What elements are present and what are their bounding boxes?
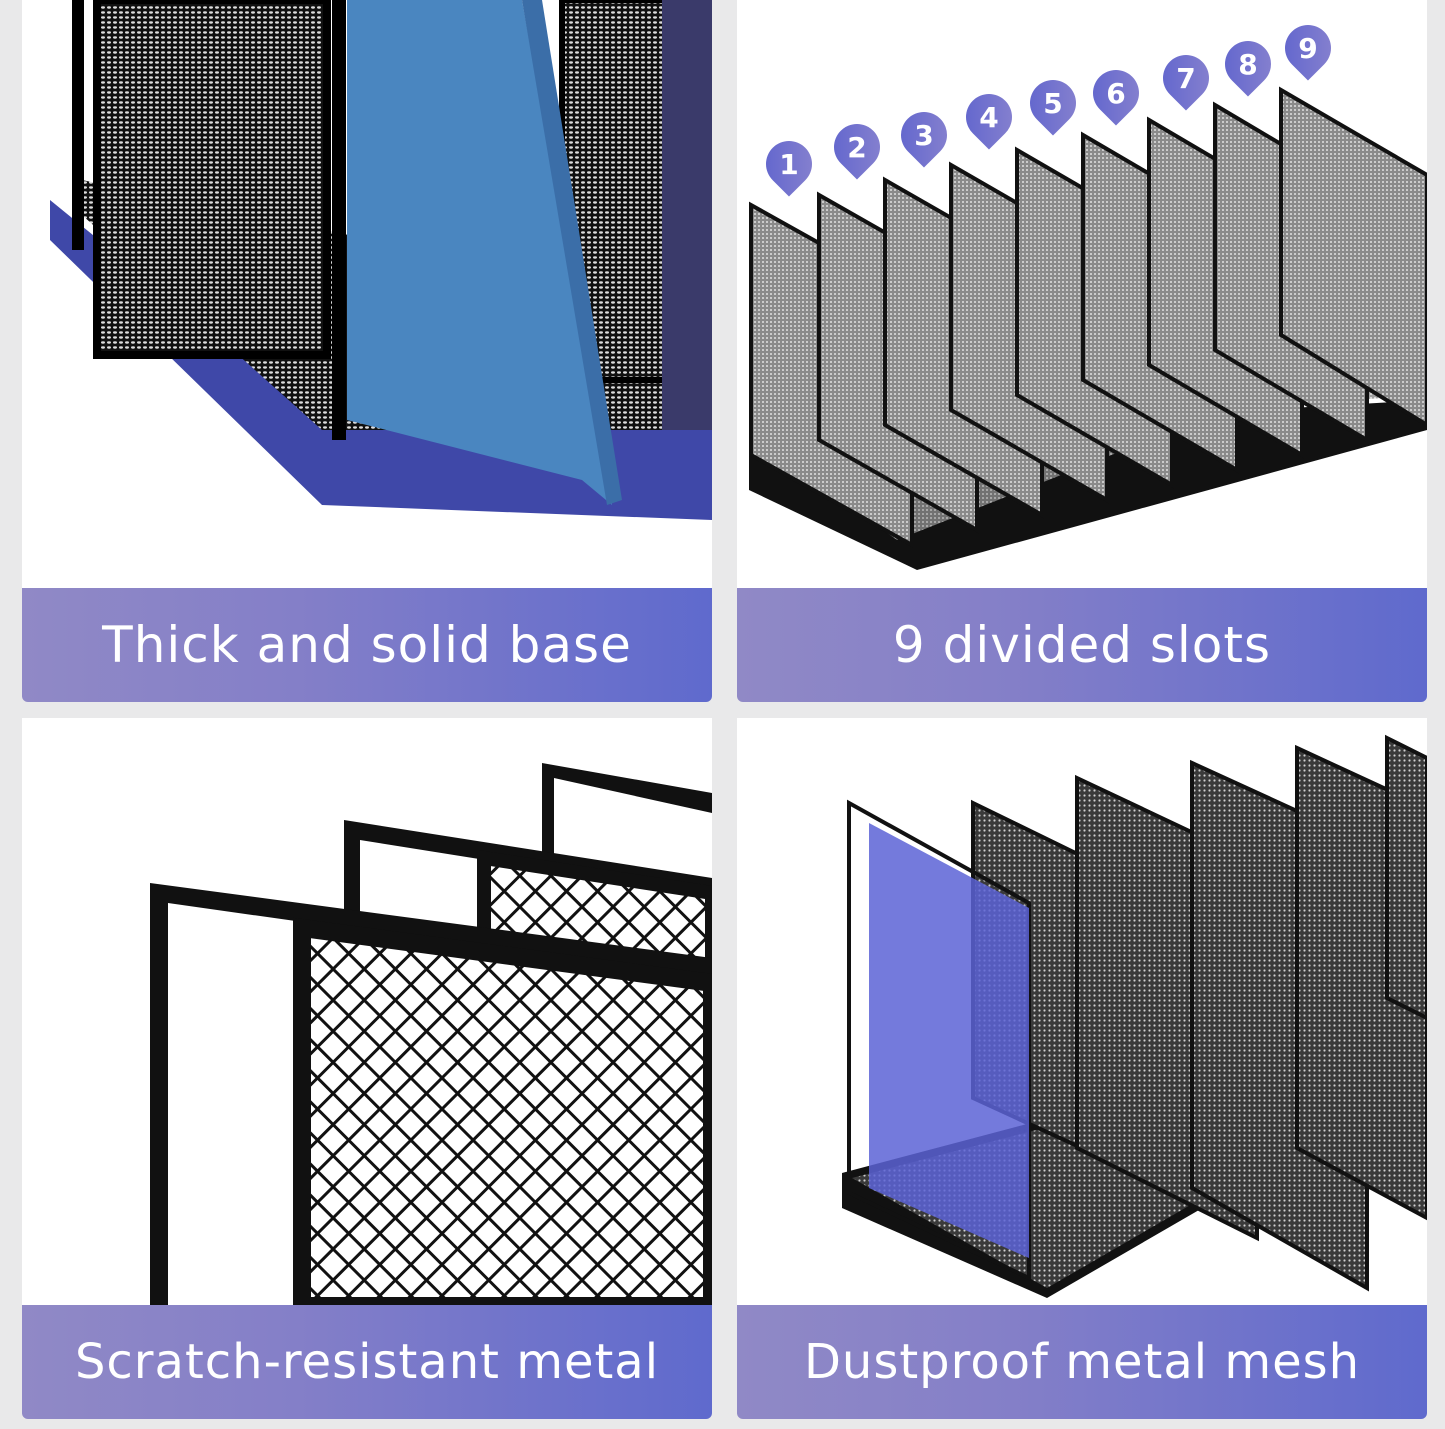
- slot-marker-6: 6: [1083, 60, 1149, 126]
- slot-marker-4: 4: [956, 84, 1022, 150]
- slot-marker-1: 1: [756, 131, 822, 197]
- nine-slot-organizer-illustration: [749, 86, 1427, 570]
- slot-marker-2: 2: [824, 114, 890, 180]
- panel-divided-slots-image: 1 2 3 4 5 6 7 8 9: [737, 0, 1427, 590]
- slot-marker-8: 8: [1215, 31, 1281, 97]
- panel-dustproof-mesh-image: [737, 718, 1427, 1306]
- caption-dustproof-mesh: Dustproof metal mesh: [737, 1305, 1427, 1419]
- slot-marker-3: 3: [891, 102, 957, 168]
- panel-thick-base-image: [22, 0, 712, 590]
- caption-divided-slots: 9 divided slots: [737, 588, 1427, 702]
- organizer-base-illustration: [50, 0, 712, 520]
- slot-marker-9: 9: [1275, 15, 1341, 81]
- slot-marker-7: 7: [1153, 45, 1219, 111]
- slot-marker-5: 5: [1020, 70, 1086, 136]
- panel-scratch-resistant-image: [22, 718, 712, 1306]
- caption-scratch-resistant: Scratch-resistant metal: [22, 1305, 712, 1419]
- metal-frame-closeup-illustration: [150, 763, 712, 1306]
- caption-thick-base: Thick and solid base: [22, 588, 712, 702]
- mesh-organizer-illustration: [842, 734, 1427, 1298]
